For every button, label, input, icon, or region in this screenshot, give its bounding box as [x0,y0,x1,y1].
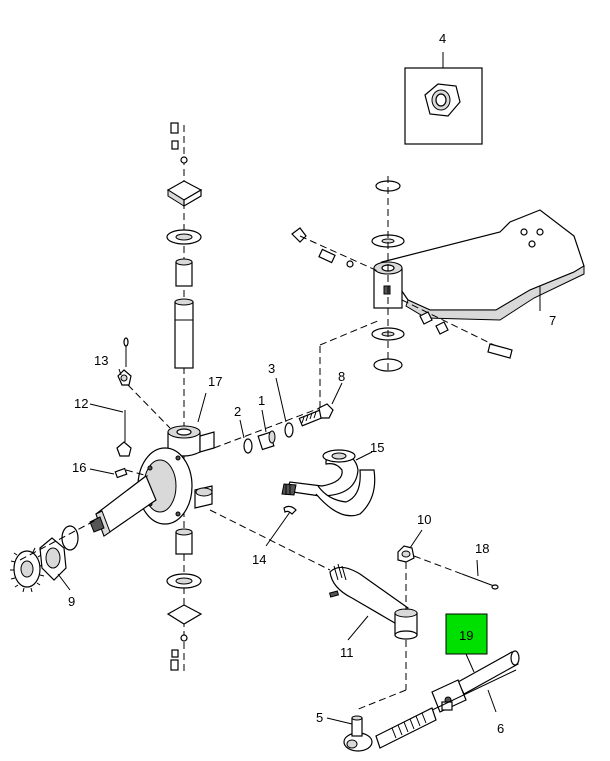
callout-2[interactable]: 2 [234,404,241,419]
callout-9[interactable]: 9 [68,594,75,609]
callout-6[interactable]: 6 [497,721,504,736]
callout-18[interactable]: 18 [475,541,489,556]
steering-arm-part-15[interactable] [281,449,376,517]
callout-5[interactable]: 5 [316,710,323,725]
callout-leaders [57,286,541,725]
callout-19[interactable]: 19 [459,628,473,643]
callout-1[interactable]: 1 [258,393,265,408]
highlight-box-19[interactable] [445,613,488,655]
nut-inset-part-4[interactable] [404,52,483,145]
spindle-nut-part-9[interactable] [10,519,97,593]
cotter-pin-part-18[interactable] [461,573,499,590]
callout-11[interactable]: 11 [340,645,354,660]
callout-3[interactable]: 3 [268,361,275,376]
key-part-14[interactable] [283,505,297,515]
callout-10[interactable]: 10 [417,512,431,527]
callout-17[interactable]: 17 [208,374,222,389]
callout-13[interactable]: 13 [94,353,108,368]
bushing-part-1[interactable] [257,430,276,451]
pin-part-16[interactable] [114,467,128,479]
cotter-pin-part-13[interactable] [117,337,132,386]
callout-16[interactable]: 16 [72,460,86,475]
washer-part-2[interactable] [243,438,253,454]
castle-nut-part-10[interactable] [397,545,415,563]
axle-beam-part-7[interactable] [291,176,585,372]
callout-8[interactable]: 8 [338,369,345,384]
callout-15[interactable]: 15 [370,440,384,455]
callout-4[interactable]: 4 [439,31,446,46]
washer-part-3[interactable] [284,422,294,438]
bolt-part-8[interactable] [298,403,334,427]
tie-rod-arm-part-11[interactable] [329,563,418,640]
callout-14[interactable]: 14 [252,552,266,567]
callout-12[interactable]: 12 [74,396,88,411]
pin-part-12[interactable] [116,410,132,457]
king-pin-stack[interactable] [166,122,203,675]
tie-rod-end-part-5[interactable] [343,707,437,752]
steering-knuckle-part-17[interactable] [89,425,215,537]
callout-7[interactable]: 7 [549,313,556,328]
tie-rod-part-6[interactable] [427,650,520,713]
